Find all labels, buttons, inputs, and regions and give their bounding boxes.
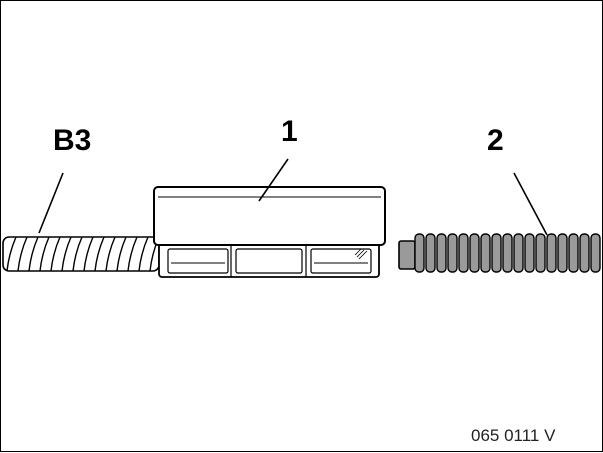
hose-rib — [590, 233, 601, 273]
hose-rib — [524, 233, 535, 273]
connector-housing — [153, 186, 386, 278]
hose-rib — [83, 236, 94, 272]
hose-rib — [568, 233, 579, 273]
label-1: 1 — [281, 115, 298, 148]
hose-rib — [436, 233, 447, 273]
left-corrugated-hose — [2, 236, 160, 272]
hose-rib — [50, 236, 61, 272]
leader-line-2 — [513, 172, 548, 236]
hose-rib — [546, 233, 557, 273]
hose-rib — [513, 233, 524, 273]
hose-rib — [72, 236, 83, 272]
hose-rib — [414, 233, 425, 273]
hose-rib — [469, 233, 480, 273]
hose-rib — [535, 233, 546, 273]
hose-rib — [502, 233, 513, 273]
hose-rib — [491, 233, 502, 273]
hose-rib — [579, 233, 590, 273]
hose-rib — [458, 233, 469, 273]
hose-rib — [17, 236, 28, 272]
hose-rib — [138, 236, 149, 272]
right-corrugated-hose — [398, 233, 601, 273]
hose-rib — [105, 236, 116, 272]
leader-line-1 — [258, 158, 289, 202]
hose-rib — [61, 236, 72, 272]
hose-rib — [6, 236, 17, 272]
figure-code: 065 0111 V — [471, 426, 556, 445]
hose-rib — [94, 236, 105, 272]
label-b3: B3 — [53, 124, 92, 157]
leader-line-b3 — [38, 172, 64, 234]
hose-rib — [127, 236, 138, 272]
hose-rib — [480, 233, 491, 273]
hose-rib — [425, 233, 436, 273]
label-2: 2 — [487, 124, 504, 157]
hose-rib — [116, 236, 127, 272]
hose-rib — [28, 236, 39, 272]
hose-rib — [39, 236, 50, 272]
hose-rib — [447, 233, 458, 273]
hose-rib — [557, 233, 568, 273]
